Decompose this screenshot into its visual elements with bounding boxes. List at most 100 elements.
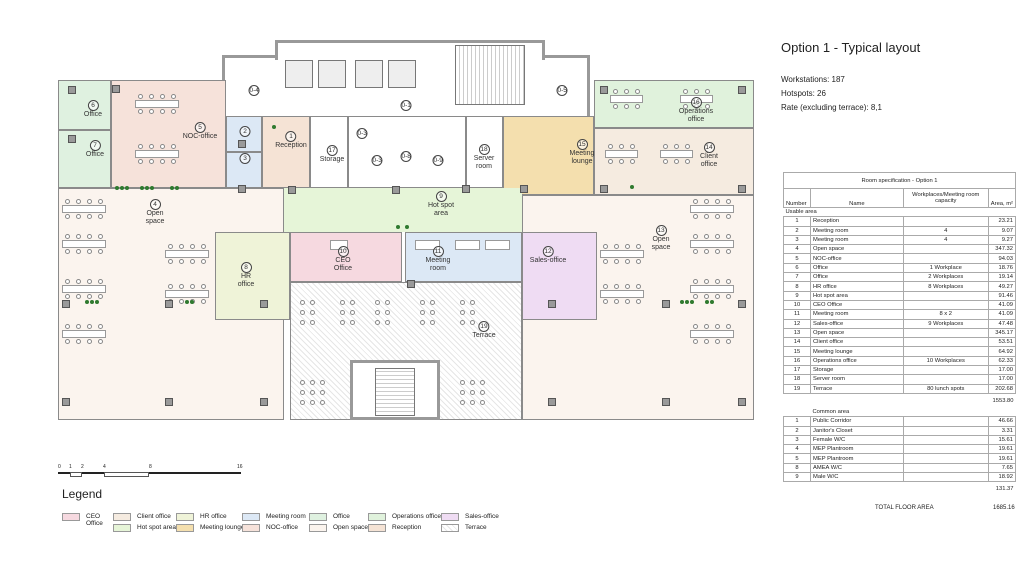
legend-swatch <box>176 513 194 521</box>
legend-item: CEO Office <box>62 513 108 527</box>
row-capacity: 4 <box>902 234 989 246</box>
chair <box>65 214 70 219</box>
legend-label: HR office <box>200 513 227 520</box>
column <box>662 300 670 308</box>
row-name: Male W/C <box>810 471 904 483</box>
meeting-table <box>415 240 440 250</box>
chair <box>98 339 103 344</box>
row-capacity <box>902 253 989 264</box>
chair <box>726 199 731 204</box>
row-capacity <box>902 290 989 301</box>
room-hr-office <box>215 232 290 320</box>
chair <box>87 324 92 329</box>
chair <box>76 294 81 299</box>
plant <box>630 185 634 189</box>
row-area: 7.65 <box>987 462 1017 474</box>
row-number: 8 <box>783 281 811 292</box>
chair <box>619 159 624 164</box>
chair <box>715 279 720 284</box>
chair <box>65 249 70 254</box>
row-name: Client office <box>810 337 904 348</box>
row-capacity <box>902 444 989 455</box>
row-area: 46.66 <box>987 416 1017 427</box>
column <box>165 300 173 308</box>
chair <box>625 244 630 249</box>
legend-label: Meeting lounge <box>200 524 245 531</box>
scale-tick: 16 <box>237 464 243 470</box>
legend-swatch <box>441 524 459 532</box>
row-number: 6 <box>783 262 811 274</box>
legend-item: Meeting room <box>242 513 306 521</box>
total-floor-area-label: TOTAL FLOOR AREA <box>875 505 934 511</box>
chair <box>87 294 92 299</box>
chair <box>138 159 143 164</box>
chair <box>65 199 70 204</box>
chair <box>726 249 731 254</box>
chair <box>87 234 92 239</box>
elevator-shaft <box>285 60 313 88</box>
column <box>738 398 746 406</box>
row-capacity: 8 Workplaces <box>902 281 989 292</box>
chair <box>171 109 176 114</box>
row-name: Server room <box>810 374 904 385</box>
row-name: CEO Office <box>810 299 904 311</box>
row-number: 9 <box>783 290 811 301</box>
stairwell <box>375 368 415 416</box>
row-number: 11 <box>783 309 811 320</box>
desk-cluster <box>62 285 106 293</box>
chair <box>300 400 305 405</box>
chair <box>663 144 668 149</box>
chair <box>201 259 206 264</box>
legend-title: Legend <box>62 487 103 501</box>
row-area: 41.09 <box>987 299 1017 311</box>
row-number: 3 <box>783 434 811 446</box>
row-area: 18.92 <box>987 471 1017 483</box>
desk-cluster <box>135 150 179 158</box>
section-usable: Usable area <box>785 209 817 216</box>
chair <box>98 234 103 239</box>
chair <box>726 279 731 284</box>
legend-item: Meeting lounge <box>176 524 244 532</box>
chair <box>685 159 690 164</box>
column <box>407 280 415 288</box>
chair <box>300 310 305 315</box>
chair <box>470 380 475 385</box>
legend-item: Sales-office <box>441 513 499 521</box>
plant <box>185 300 189 304</box>
column <box>260 398 268 406</box>
chair <box>375 300 380 305</box>
meeting-table <box>485 240 510 250</box>
chair <box>98 294 103 299</box>
legend-label: Sales-office <box>465 513 499 520</box>
row-area: 19.61 <box>987 444 1017 455</box>
col-name: Name <box>810 188 904 208</box>
chair <box>320 380 325 385</box>
chair <box>625 299 630 304</box>
chair <box>715 324 720 329</box>
row-number: 5 <box>783 453 811 464</box>
row-area: 47.48 <box>987 318 1017 329</box>
chair <box>310 310 315 315</box>
row-number: 5 <box>783 253 811 264</box>
chair <box>160 144 165 149</box>
column <box>165 398 173 406</box>
desk-cluster <box>62 205 106 213</box>
chair <box>470 300 475 305</box>
chair <box>624 104 629 109</box>
section-common: Common area <box>812 408 850 415</box>
column <box>662 398 670 406</box>
row-area: 62.33 <box>987 355 1017 367</box>
room-noc-office <box>111 80 226 188</box>
